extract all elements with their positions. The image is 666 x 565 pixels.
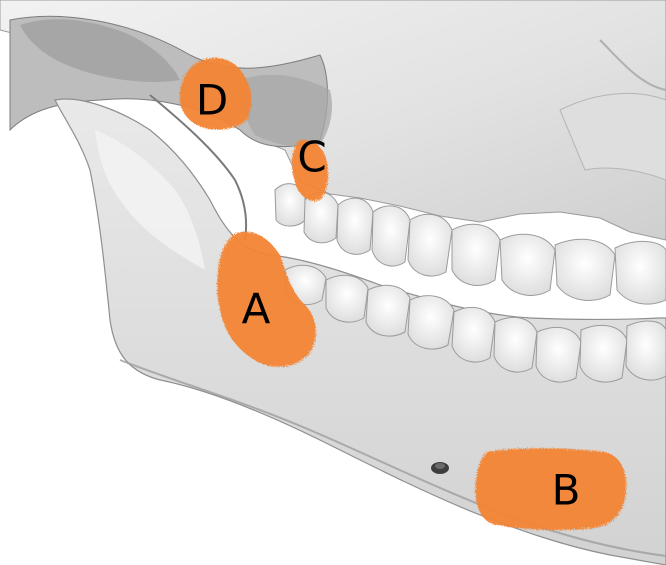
zone-label-A: A	[242, 285, 271, 334]
zone-label-C: C	[297, 133, 326, 182]
zone-label-B: B	[552, 466, 581, 515]
zone-label-D: D	[196, 76, 228, 125]
